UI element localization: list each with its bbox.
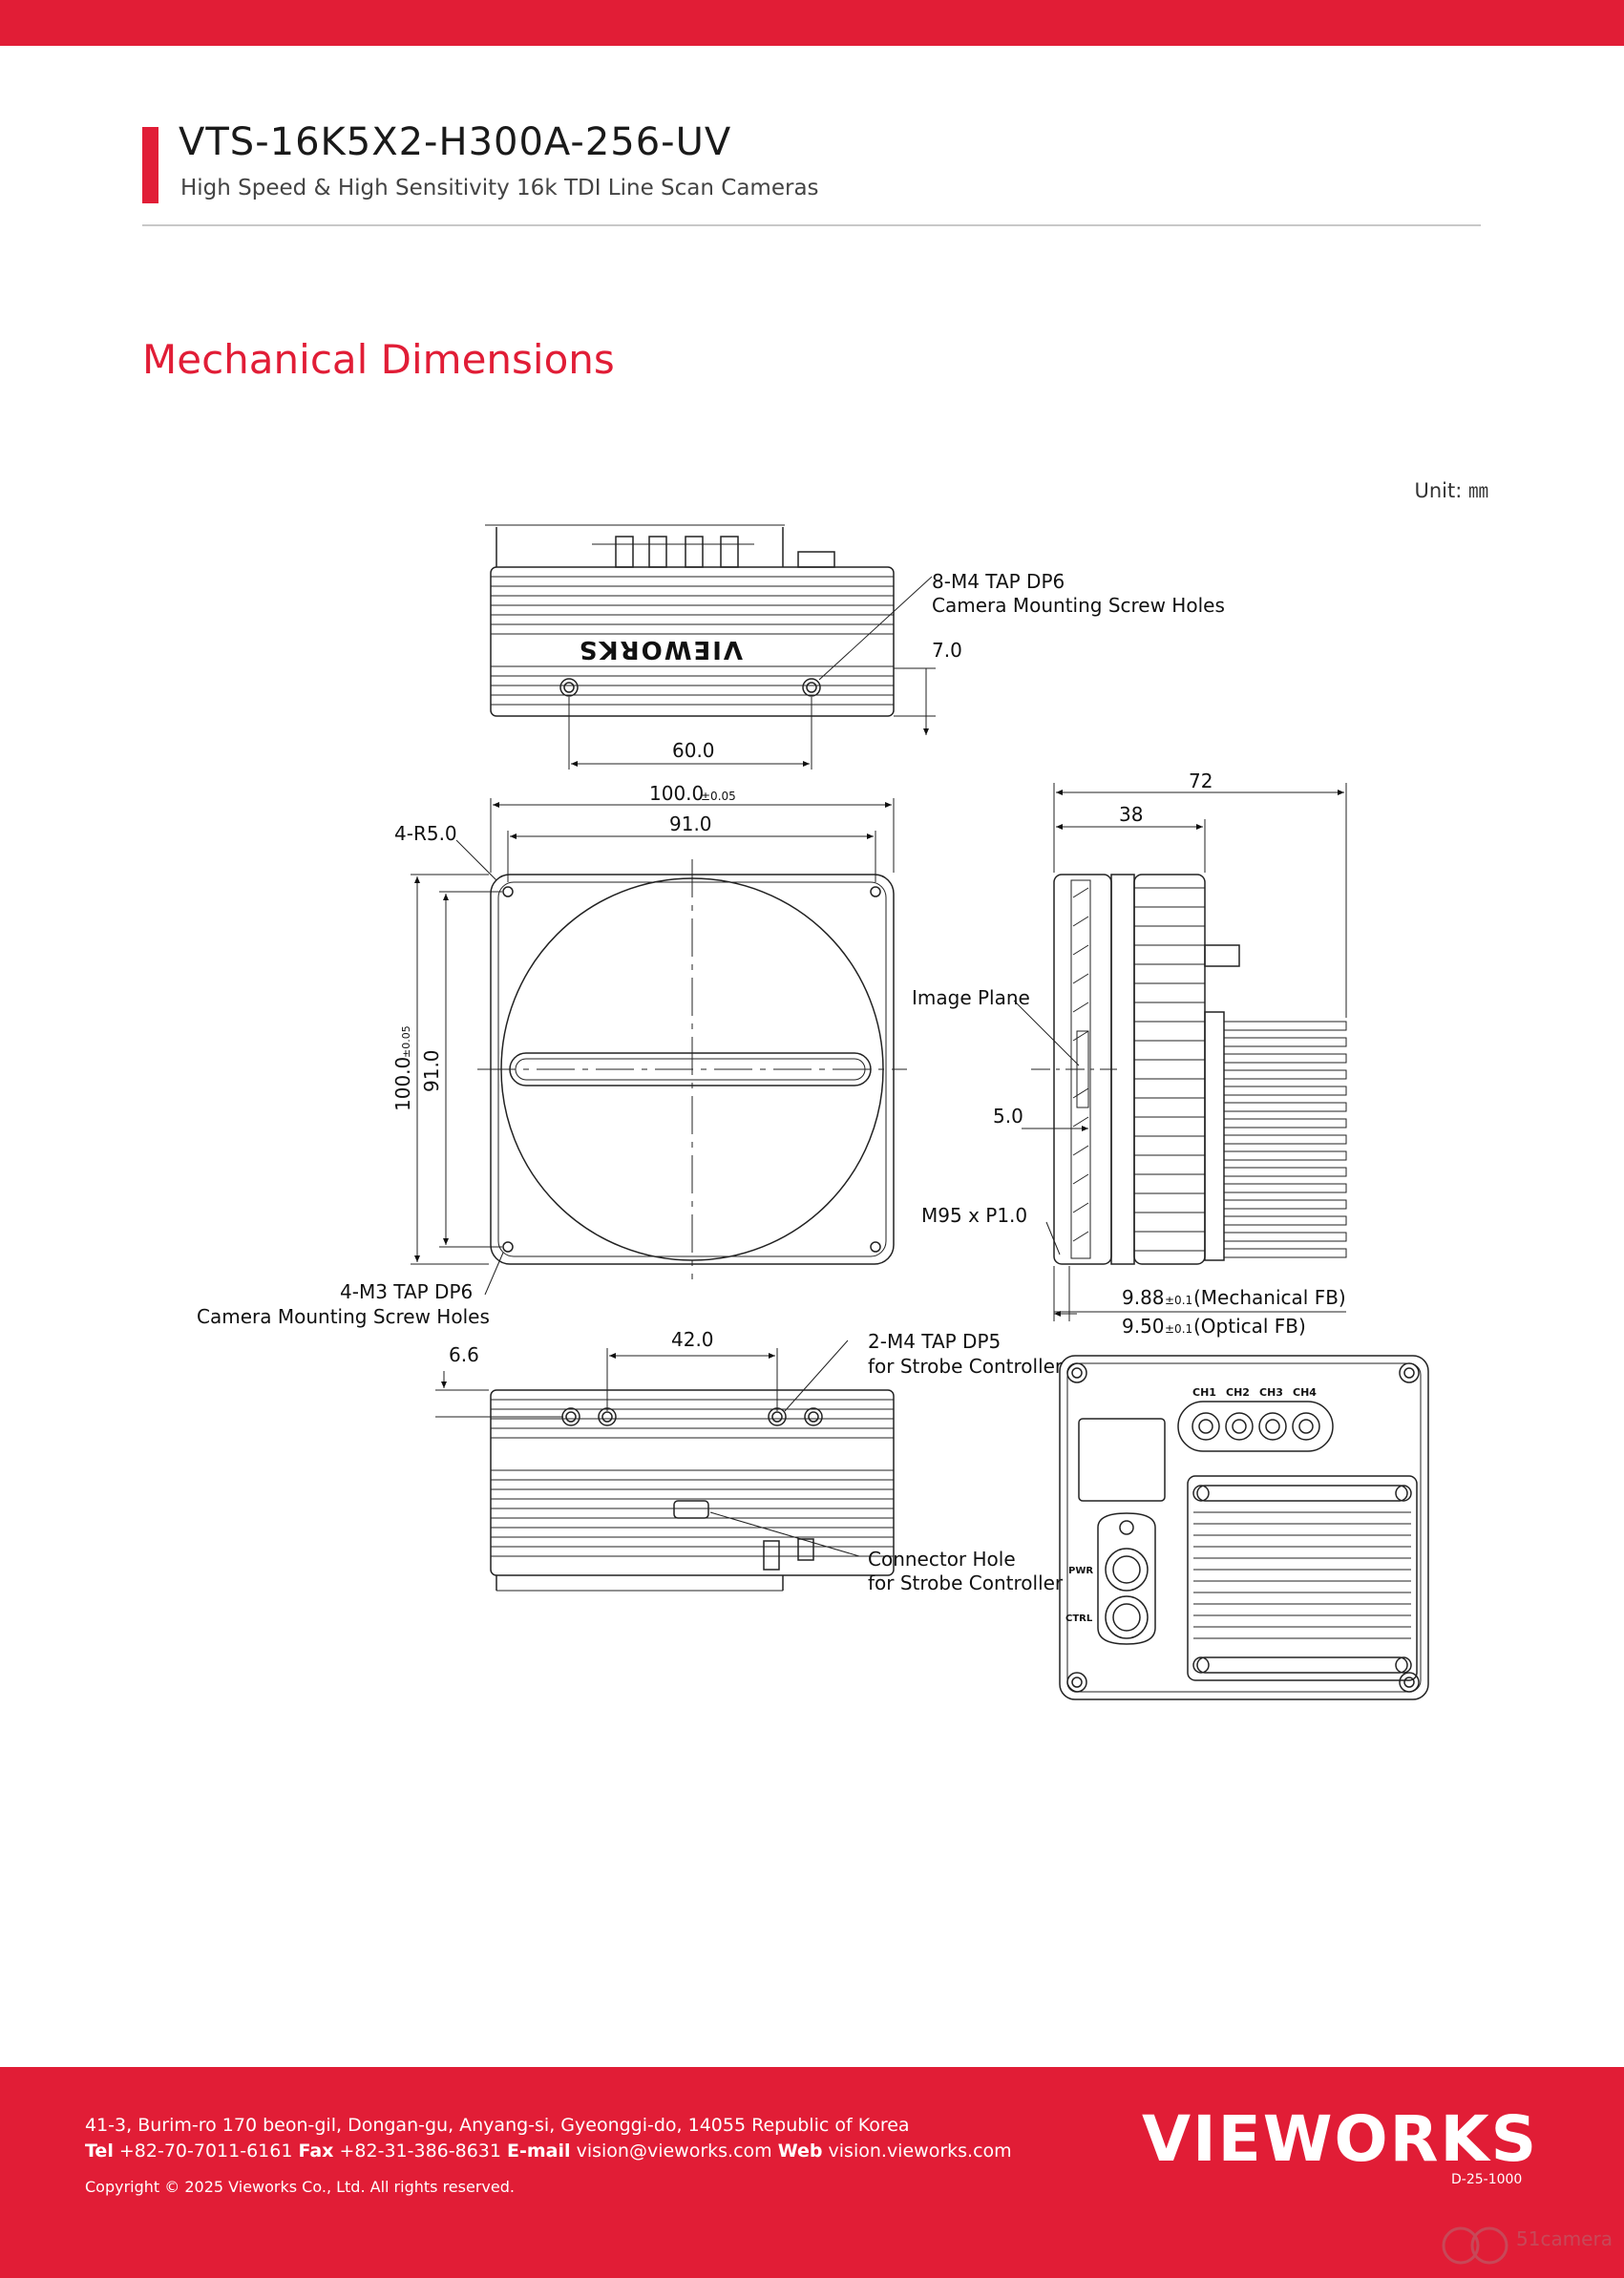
tel-value: +82-70-7011-6161 — [118, 2141, 293, 2162]
opt-fb-value: 9.50 — [1122, 1315, 1165, 1338]
unit-label: Unit: ㎜ — [1414, 479, 1489, 502]
model-title: VTS-16K5X2-H300A-256-UV — [179, 120, 732, 164]
rear-pwr: PWR — [1068, 1566, 1093, 1576]
fax-value: +82-31-386-8631 — [339, 2141, 501, 2162]
title-accent-bar — [142, 127, 158, 203]
top-callout-line1: 8-M4 TAP DP6 — [932, 570, 1065, 593]
document-code: D-25-1000 — [1451, 2172, 1523, 2187]
header-divider — [142, 224, 1481, 226]
front-view — [411, 798, 907, 1296]
bottom-callout-line2: for Strobe Controller — [868, 1355, 1064, 1378]
connector-callout-line2: for Strobe Controller — [868, 1571, 1064, 1594]
section-title: Mechanical Dimensions — [142, 336, 615, 383]
mechanical-drawing: VIEWORKS 8-M4 TAP DP6 Camera Mounting Sc… — [197, 524, 1429, 1700]
rear-ch1: CH1 — [1192, 1386, 1216, 1399]
watermark-text: 51camera — [1516, 2227, 1613, 2250]
side-dim-5: 5.0 — [993, 1105, 1023, 1128]
front-dim-height-tol: ±0.05 — [400, 1025, 412, 1058]
thread-label: M95 x P1.0 — [921, 1204, 1027, 1227]
copyright: Copyright © 2025 Vieworks Co., Ltd. All … — [85, 2178, 515, 2196]
top-view — [485, 524, 936, 770]
top-color-bar — [0, 0, 1624, 46]
side-dim-partial: 38 — [1119, 803, 1143, 826]
email-label: E-mail — [507, 2141, 571, 2162]
front-callout-line1: 4-M3 TAP DP6 — [340, 1280, 473, 1303]
email-link[interactable]: vision@vieworks.com — [576, 2141, 772, 2162]
footer: 41-3, Burim-ro 170 beon-gil, Dongan-gu, … — [0, 2067, 1624, 2278]
front-dim-width: 100.0 — [649, 782, 704, 805]
image-plane-label: Image Plane — [912, 986, 1030, 1009]
bottom-callout-line1: 2-M4 TAP DP5 — [868, 1330, 1001, 1353]
rear-ch2: CH2 — [1226, 1386, 1250, 1399]
web-label: Web — [777, 2141, 823, 2162]
model-subtitle: High Speed & High Sensitivity 16k TDI Li… — [180, 176, 819, 200]
logo-wordmark: VIEWORKS — [1142, 2103, 1533, 2170]
front-dim-inner-v: 91.0 — [420, 1049, 443, 1092]
top-dim-height: 7.0 — [932, 639, 962, 662]
vieworks-logo: VIEWORKS — [1142, 2103, 1533, 2170]
bottom-dim-height: 6.6 — [449, 1343, 479, 1366]
top-dim-holes: 60.0 — [672, 739, 715, 762]
watermark-logo: 51camera — [1442, 2226, 1613, 2265]
front-callout-line2: Camera Mounting Screw Holes — [197, 1305, 490, 1328]
company-contact: Tel +82-70-7011-6161 Fax +82-31-386-8631… — [85, 2141, 1012, 2162]
bottom-view — [435, 1339, 895, 1592]
rear-ctrl: CTRL — [1065, 1614, 1093, 1624]
front-dim-height: 100.0 — [391, 1057, 414, 1111]
front-dim-width-tol: ±0.05 — [701, 790, 736, 803]
fax-label: Fax — [298, 2141, 334, 2162]
connector-callout-line1: Connector Hole — [868, 1548, 1016, 1571]
tel-label: Tel — [85, 2141, 114, 2162]
opt-fb-label: (Optical FB) — [1193, 1315, 1306, 1338]
rear-ch4: CH4 — [1293, 1386, 1317, 1399]
bottom-dim-holes: 42.0 — [671, 1328, 714, 1351]
rear-ch3: CH3 — [1259, 1386, 1283, 1399]
opt-fb-tol: ±0.1 — [1165, 1322, 1192, 1336]
top-callout-line2: Camera Mounting Screw Holes — [932, 594, 1225, 617]
mech-fb-label: (Mechanical FB) — [1193, 1286, 1346, 1309]
company-address: 41-3, Burim-ro 170 beon-gil, Dongan-gu, … — [85, 2115, 910, 2136]
rear-view — [1059, 1355, 1429, 1700]
mech-fb-tol: ±0.1 — [1165, 1294, 1192, 1307]
side-view — [1013, 783, 1347, 1321]
web-link[interactable]: vision.vieworks.com — [828, 2141, 1012, 2162]
front-dim-inner: 91.0 — [669, 812, 712, 835]
mech-fb-value: 9.88 — [1122, 1286, 1165, 1309]
front-radius: 4-R5.0 — [394, 822, 457, 845]
side-dim-total: 72 — [1189, 770, 1213, 792]
camera-logo-mirrored: VIEWORKS — [578, 635, 743, 664]
